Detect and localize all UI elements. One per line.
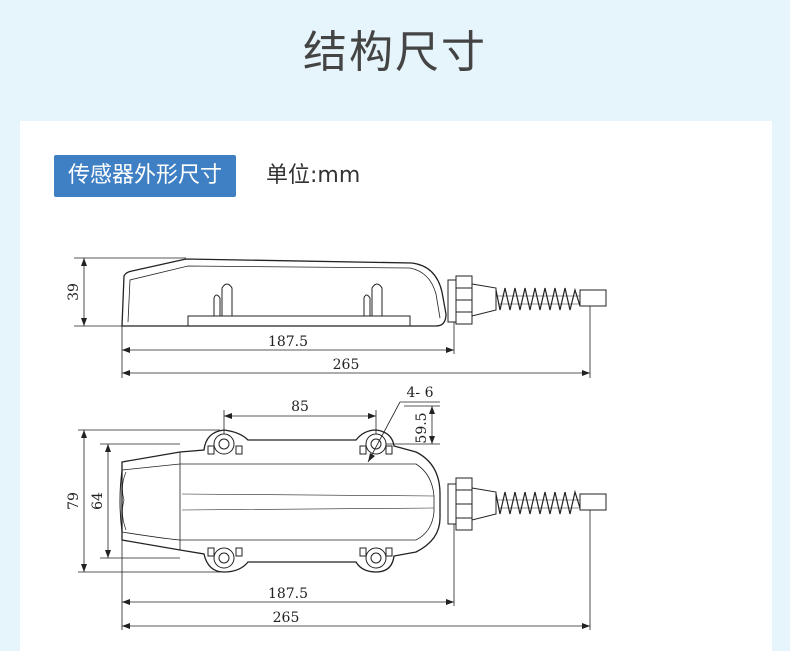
side-total-length-label: 265	[333, 357, 360, 373]
side-view-outline	[121, 258, 607, 327]
unit-label: 单位:mm	[266, 163, 361, 188]
top-view-outline	[119, 429, 607, 573]
section-tag: 传感器外形尺寸	[54, 155, 237, 197]
top-total-length-label: 265	[273, 610, 300, 626]
content-card: 传感器外形尺寸 单位:mm	[20, 121, 772, 651]
hole-spacing-label: 85	[291, 399, 309, 415]
side-height-label: 39	[66, 283, 82, 301]
side-body-length-label: 187.5	[268, 334, 308, 350]
top-body-length-label: 187.5	[268, 586, 308, 602]
hole-spec-label: 4- 6	[407, 385, 434, 401]
side-view-dimension-lines	[74, 257, 591, 378]
top-view-dimension-lines	[78, 401, 591, 630]
inner-height-label: 64	[90, 492, 106, 510]
page-title: 结构尺寸	[303, 27, 487, 78]
hole-offset-label: 59.5	[414, 412, 430, 443]
outer-height-label: 79	[66, 492, 82, 510]
